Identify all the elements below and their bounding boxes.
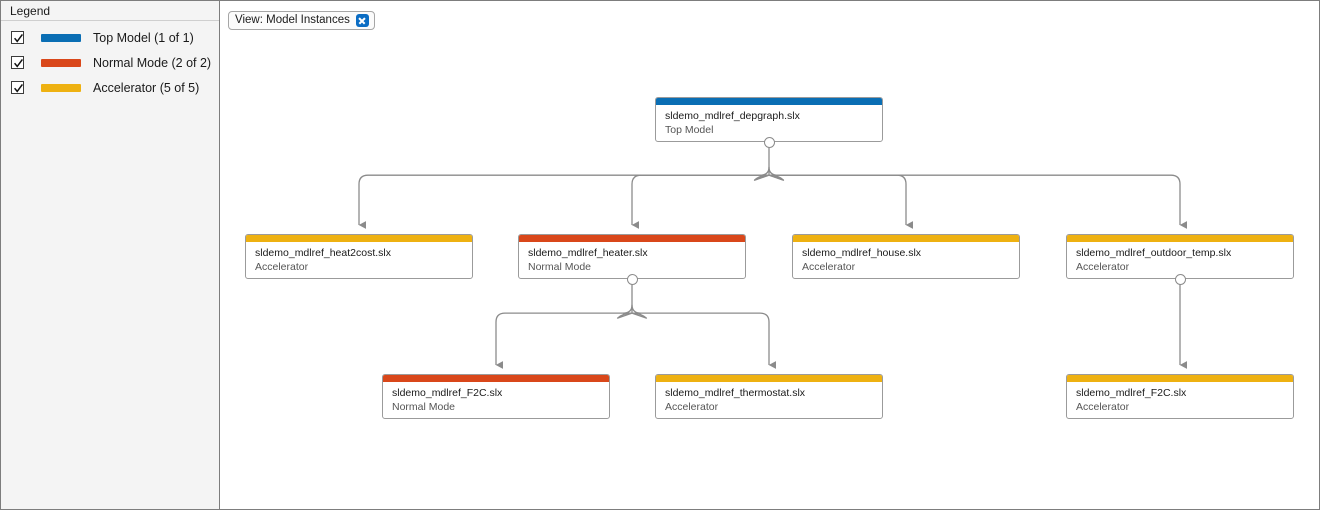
node-output-port-depgraph[interactable] [763,136,775,148]
node-title: sldemo_mdlref_thermostat.slx [665,387,806,399]
legend-item-normal-mode[interactable]: Normal Mode (2 of 2) [1,50,219,75]
node-subtitle: Accelerator [665,401,719,413]
node-subtitle: Accelerator [1076,401,1130,413]
node-output-port-outdoor_temp[interactable] [1174,273,1186,285]
checkbox-checked-icon[interactable] [11,56,24,69]
node-status-bar [656,98,882,105]
node-title: sldemo_mdlref_F2C.slx [392,387,503,399]
node-status-bar [656,375,882,382]
node-subtitle: Accelerator [802,261,856,273]
legend-item-accelerator[interactable]: Accelerator (5 of 5) [1,75,219,100]
node-status-bar [793,235,1019,242]
node-title: sldemo_mdlref_depgraph.slx [665,110,800,122]
graph-canvas[interactable]: View: Model Instances sldemo_mdlref_depg… [220,1,1319,509]
node-title: sldemo_mdlref_house.slx [802,247,922,259]
node-status-bar [519,235,745,242]
checkbox-checked-icon[interactable] [11,31,24,44]
legend-item-top-model[interactable]: Top Model (1 of 1) [1,25,219,50]
view-filter-chip[interactable]: View: Model Instances [228,11,375,30]
node-status-bar [383,375,609,382]
node-status-bar [1067,375,1293,382]
legend-panel: Legend Top Model (1 of 1) Normal [1,1,220,509]
legend-swatch-accelerator [41,83,81,92]
legend-header: Legend [1,1,219,21]
node-title: sldemo_mdlref_outdoor_temp.slx [1076,247,1232,259]
node-title: sldemo_mdlref_F2C.slx [1076,387,1187,399]
node-subtitle: Accelerator [255,261,309,273]
node-subtitle: Normal Mode [528,261,592,273]
close-icon[interactable] [355,14,369,27]
node-status-bar [1067,235,1293,242]
legend-swatch-normal-mode [41,58,81,67]
node-title: sldemo_mdlref_heat2cost.slx [255,247,391,259]
node-subtitle: Accelerator [1076,261,1130,273]
node-output-port-heater[interactable] [626,273,638,285]
node-subtitle: Top Model [665,124,714,136]
node-status-bar [246,235,472,242]
legend-swatch-top-model [41,33,81,42]
checkbox-checked-icon[interactable] [11,81,24,94]
legend-label-normal-mode: Normal Mode (2 of 2) [93,55,212,70]
legend-list: Top Model (1 of 1) Normal Mode (2 of 2) [1,21,219,100]
legend-label-accelerator: Accelerator (5 of 5) [93,80,200,95]
node-subtitle: Normal Mode [392,401,456,413]
node-title: sldemo_mdlref_heater.slx [528,247,648,259]
legend-label-top-model: Top Model (1 of 1) [93,30,194,45]
view-filter-label: View: Model Instances [235,14,350,26]
